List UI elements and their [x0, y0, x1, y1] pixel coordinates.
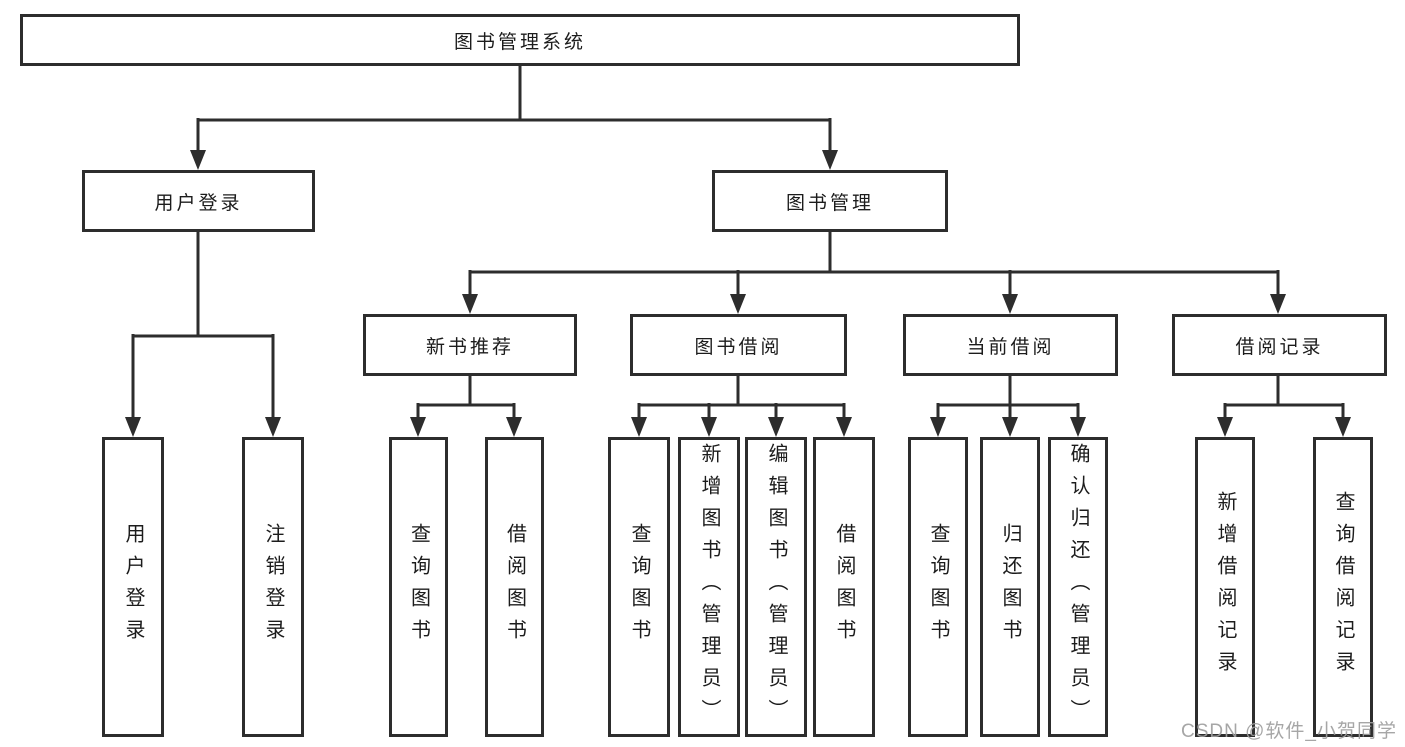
leaf-cb-query-books: 查询图书 — [908, 437, 968, 737]
node-user-login-group: 用户登录 — [82, 170, 315, 232]
node-new-book-recommend-label: 新书推荐 — [425, 336, 514, 358]
leaf-bb-add-books-admin: 新增图书（管理员） — [678, 437, 740, 737]
leaf-cb-confirm-return-admin: 确认归还（管理员） — [1048, 437, 1108, 737]
leaf-cb-return-books-label: 归还图书 — [999, 523, 1021, 651]
node-current-borrow-label: 当前借阅 — [966, 336, 1055, 358]
leaf-br-add-record: 新增借阅记录 — [1195, 437, 1255, 737]
leaf-nb-borrow-books: 借阅图书 — [485, 437, 544, 737]
node-current-borrow: 当前借阅 — [903, 314, 1118, 376]
node-root-label: 图书管理系统 — [453, 31, 586, 53]
leaf-logout: 注销登录 — [242, 437, 304, 737]
leaf-bb-query-books-label: 查询图书 — [628, 523, 650, 651]
leaf-cb-query-books-label: 查询图书 — [927, 523, 949, 651]
node-book-management: 图书管理 — [712, 170, 948, 232]
leaf-br-query-record-label: 查询借阅记录 — [1332, 491, 1354, 683]
node-borrow-records: 借阅记录 — [1172, 314, 1387, 376]
node-user-login-group-label: 用户登录 — [154, 192, 243, 214]
leaf-user-login-label: 用户登录 — [122, 523, 144, 651]
leaf-cb-confirm-return-admin-label: 确认归还（管理员） — [1067, 443, 1089, 731]
leaf-bb-borrow-books-label: 借阅图书 — [833, 523, 855, 651]
leaf-br-query-record: 查询借阅记录 — [1313, 437, 1373, 737]
watermark: CSDN @软件_小贺同学 — [1181, 721, 1397, 742]
leaf-nb-query-books-label: 查询图书 — [407, 523, 430, 651]
node-borrow-records-label: 借阅记录 — [1235, 336, 1324, 358]
node-book-management-label: 图书管理 — [785, 192, 874, 214]
connector-paths — [131, 66, 1345, 420]
leaf-br-add-record-label: 新增借阅记录 — [1214, 491, 1236, 683]
leaf-cb-return-books: 归还图书 — [980, 437, 1040, 737]
leaf-nb-query-books: 查询图书 — [389, 437, 448, 737]
leaf-bb-query-books: 查询图书 — [608, 437, 670, 737]
leaf-bb-edit-books-admin-label: 编辑图书（管理员） — [765, 443, 787, 731]
leaf-user-login: 用户登录 — [102, 437, 164, 737]
leaf-bb-borrow-books: 借阅图书 — [813, 437, 875, 737]
node-root: 图书管理系统 — [20, 14, 1020, 66]
arrowheads — [125, 150, 1351, 437]
leaf-bb-add-books-admin-label: 新增图书（管理员） — [698, 443, 720, 731]
leaf-logout-label: 注销登录 — [262, 523, 284, 651]
node-book-borrow-label: 图书借阅 — [694, 336, 783, 358]
node-new-book-recommend: 新书推荐 — [363, 314, 577, 376]
node-book-borrow: 图书借阅 — [630, 314, 847, 376]
leaf-nb-borrow-books-label: 借阅图书 — [503, 523, 526, 651]
leaf-bb-edit-books-admin: 编辑图书（管理员） — [745, 437, 807, 737]
